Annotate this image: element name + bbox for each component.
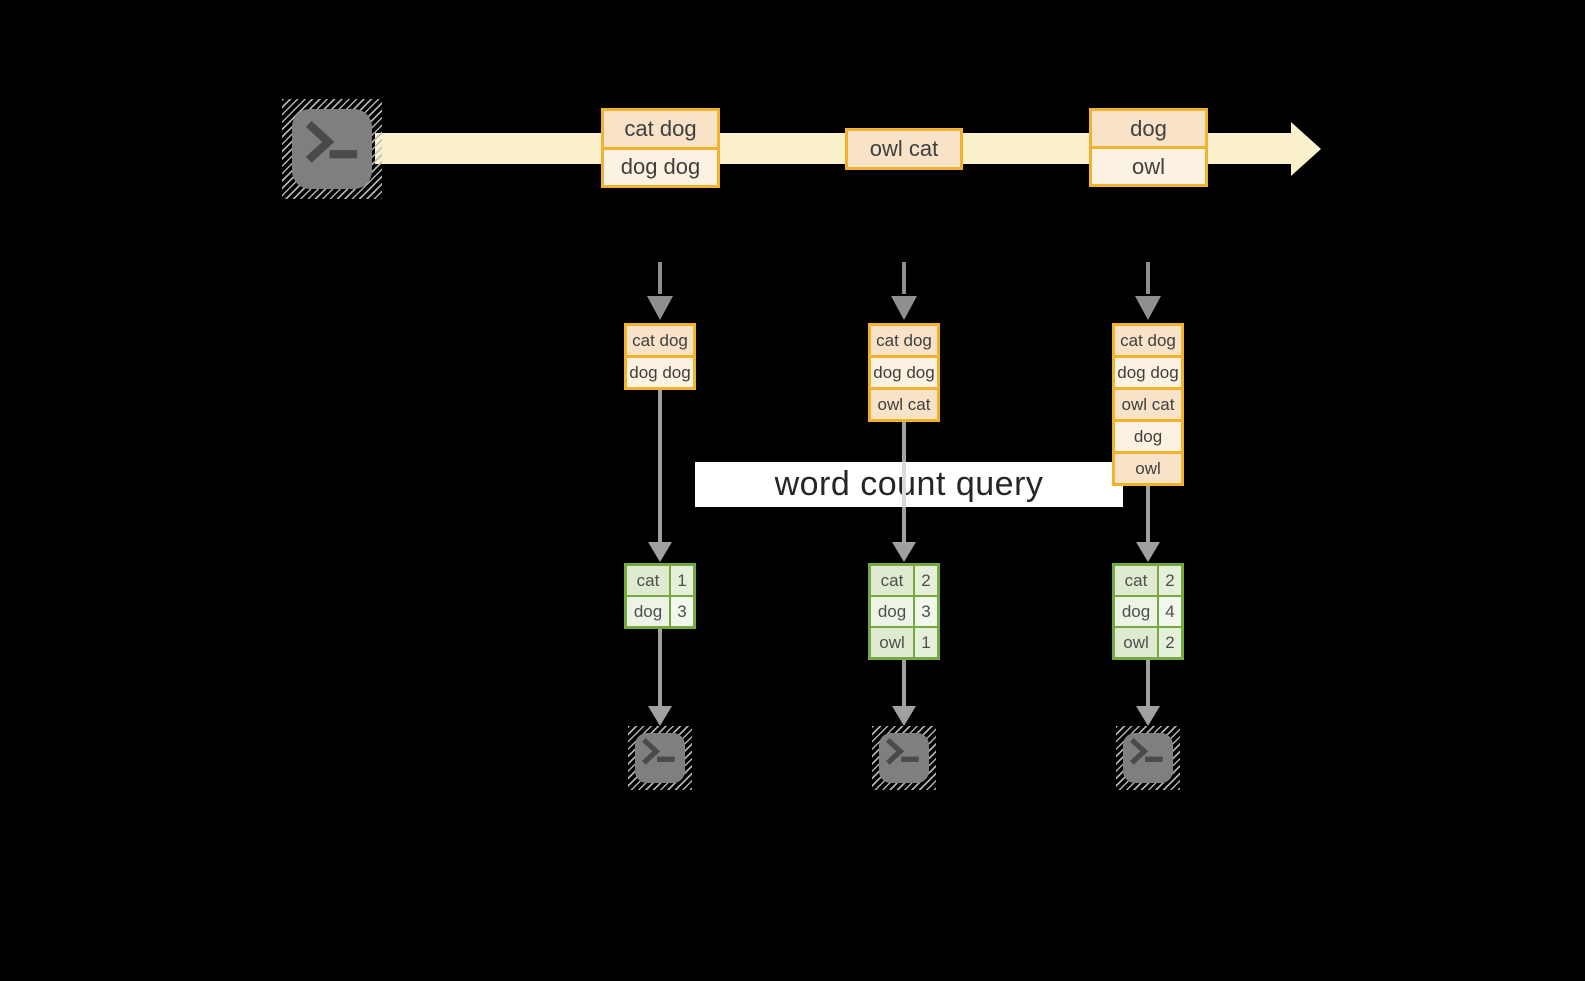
banner-label: word count query [774, 465, 1044, 503]
table-row: cat 1 [627, 566, 693, 595]
count-cell: 4 [1159, 597, 1181, 626]
buffer-stack-1: cat dog dog dog [624, 323, 696, 390]
word-cell: owl [1115, 628, 1159, 657]
terminal-sink-icon [872, 726, 936, 790]
word-count-query-banner: word count query [695, 462, 1123, 507]
count-cell: 3 [915, 597, 937, 626]
terminal-sink-icon [628, 726, 692, 790]
message-cell: owl [1092, 146, 1205, 184]
buffered-message: owl cat [1115, 387, 1181, 419]
buffered-message: owl cat [871, 387, 937, 419]
emit-arrowhead-icon [1136, 706, 1160, 726]
query-arrow-line [1146, 486, 1150, 542]
buffered-message: dog [1115, 419, 1181, 451]
arrow-through-banner [902, 462, 906, 507]
word-cell: cat [1115, 566, 1159, 595]
word-cell: owl [871, 628, 915, 657]
buffered-message: cat dog [1115, 326, 1181, 355]
table-row: cat 2 [1115, 566, 1181, 595]
word-cell: cat [627, 566, 671, 595]
emit-arrow-line [902, 660, 906, 706]
buffered-message: dog dog [627, 355, 693, 387]
table-row: owl 2 [1115, 626, 1181, 657]
buffered-message: cat dog [627, 326, 693, 355]
count-table-3: cat 2 dog 4 owl 2 [1112, 563, 1184, 660]
stream-batch-1: cat dog dog dog [601, 108, 720, 188]
word-cell: dog [1115, 597, 1159, 626]
terminal-sink-icon [1116, 726, 1180, 790]
word-cell: cat [871, 566, 915, 595]
terminal-source-icon [282, 99, 382, 199]
ingest-arrow-dash [658, 262, 662, 294]
ingest-arrowhead-icon [1135, 296, 1161, 320]
buffered-message: owl [1115, 451, 1181, 483]
emit-arrow-line [658, 629, 662, 706]
terminal-prompt-icon [886, 738, 919, 765]
terminal-prompt-icon [1130, 738, 1163, 765]
ingest-arrow-dash [902, 262, 906, 294]
count-cell: 2 [1159, 628, 1181, 657]
query-arrowhead-icon [1136, 542, 1160, 562]
ingest-arrow-dash [1146, 262, 1150, 294]
stream-arrowhead-icon [1291, 122, 1321, 176]
table-row: dog 3 [627, 595, 693, 626]
buffer-stack-3: cat dog dog dog owl cat dog owl [1112, 323, 1184, 486]
message-cell: owl cat [848, 131, 960, 167]
buffered-message: cat dog [871, 326, 937, 355]
table-row: dog 4 [1115, 595, 1181, 626]
buffer-stack-2: cat dog dog dog owl cat [868, 323, 940, 422]
table-row: dog 3 [871, 595, 937, 626]
emit-arrowhead-icon [648, 706, 672, 726]
word-cell: dog [627, 597, 671, 626]
query-arrow-line [658, 390, 662, 542]
ingest-arrowhead-icon [891, 296, 917, 320]
count-cell: 2 [1159, 566, 1181, 595]
emit-arrowhead-icon [892, 706, 916, 726]
terminal-source-body [292, 109, 372, 189]
query-arrowhead-icon [648, 542, 672, 562]
terminal-prompt-icon [642, 738, 675, 765]
count-cell: 1 [915, 628, 937, 657]
ingest-arrowhead-icon [647, 296, 673, 320]
word-cell: dog [871, 597, 915, 626]
emit-arrow-line [1146, 660, 1150, 706]
count-cell: 1 [671, 566, 693, 595]
table-row: cat 2 [871, 566, 937, 595]
count-table-2: cat 2 dog 3 owl 1 [868, 563, 940, 660]
count-cell: 2 [915, 566, 937, 595]
count-cell: 3 [671, 597, 693, 626]
buffered-message: dog dog [871, 355, 937, 387]
message-cell: dog [1092, 111, 1205, 146]
terminal-prompt-icon [305, 120, 358, 163]
count-table-1: cat 1 dog 3 [624, 563, 696, 629]
query-arrowhead-icon [892, 542, 916, 562]
table-row: owl 1 [871, 626, 937, 657]
stream-batch-3: dog owl [1089, 108, 1208, 187]
message-cell: dog dog [604, 146, 717, 185]
buffered-message: dog dog [1115, 355, 1181, 387]
stream-batch-2: owl cat [845, 128, 963, 170]
message-cell: cat dog [604, 111, 717, 147]
